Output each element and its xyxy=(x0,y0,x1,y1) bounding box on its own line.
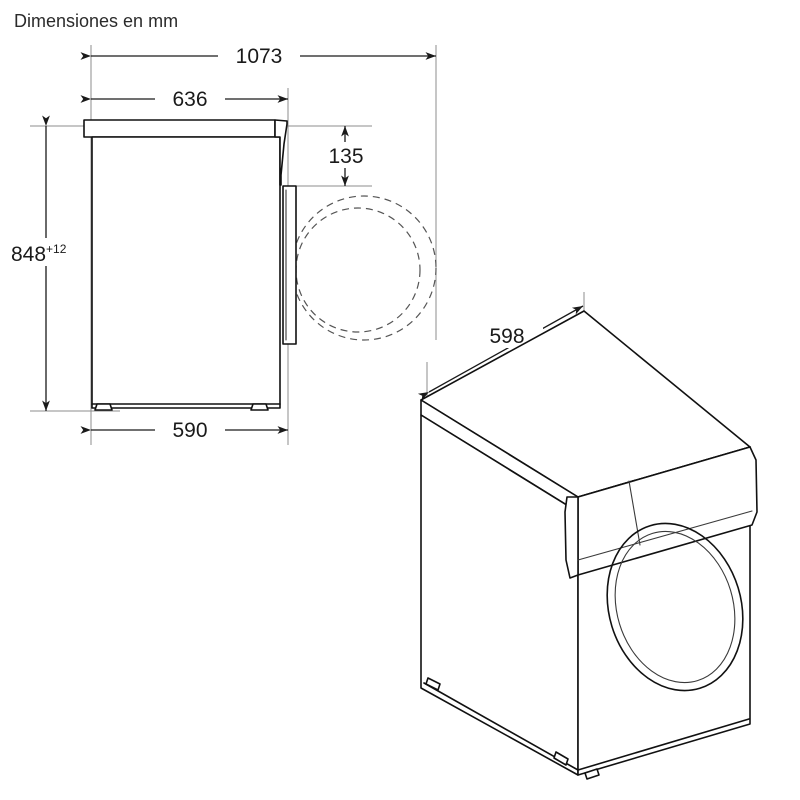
iso-foot-front-right xyxy=(584,768,600,780)
dimension-1073-text-bg xyxy=(218,44,300,68)
dimension-590: 590 xyxy=(80,418,288,442)
iso-foot-rear-left xyxy=(425,677,441,691)
dimension-848-value: 848 xyxy=(11,243,46,266)
door-swing-outer-arc xyxy=(291,195,437,341)
dimension-848: 848+12 xyxy=(4,115,90,411)
foot-rear xyxy=(94,403,113,411)
dimension-1073-label: 1073 xyxy=(236,45,283,68)
dimension-636-text-bg xyxy=(155,87,225,111)
dimension-848-text-bg xyxy=(4,238,90,266)
side-elevation-view: 1073 636 135 848+12 590 xyxy=(4,44,437,445)
dimension-590-text-bg xyxy=(155,418,225,442)
cabinet-body-side xyxy=(91,136,281,409)
dimension-848-label-group: 848+12 xyxy=(11,242,67,266)
dimension-636: 636 xyxy=(80,87,288,111)
iso-base-line-left xyxy=(423,682,579,771)
appliance-isometric-body xyxy=(420,310,758,780)
caption-label: Dimensiones en mm xyxy=(14,11,178,31)
isometric-perspective-view: 598 xyxy=(417,292,758,780)
porthole-door-outer xyxy=(606,522,744,692)
dimension-135-label: 135 xyxy=(328,145,363,168)
dimension-598-label: 598 xyxy=(489,325,524,348)
porthole-door-glass xyxy=(614,530,736,684)
control-panel-lower-edge xyxy=(577,510,753,561)
control-panel-left-return xyxy=(564,496,579,579)
dimension-1073: 1073 xyxy=(80,44,436,68)
control-panel-fascia-side xyxy=(274,119,288,186)
dimension-598-line xyxy=(417,305,584,401)
appliance-door-closed xyxy=(282,185,297,345)
iso-foot-front-left xyxy=(553,751,569,766)
dimension-135: 135 xyxy=(316,126,376,186)
iso-base-line-front xyxy=(577,718,750,771)
worktop-lid xyxy=(83,119,276,138)
dimension-135-text-bg xyxy=(316,142,376,168)
dimension-636-label: 636 xyxy=(172,88,207,111)
cabinet-side-profile xyxy=(83,119,297,411)
dimension-598: 598 xyxy=(417,292,585,401)
dimension-848-tolerance: +12 xyxy=(46,242,67,256)
detergent-drawer-split-line xyxy=(628,480,641,546)
dimension-590-label: 590 xyxy=(172,419,207,442)
foot-front xyxy=(250,403,269,411)
